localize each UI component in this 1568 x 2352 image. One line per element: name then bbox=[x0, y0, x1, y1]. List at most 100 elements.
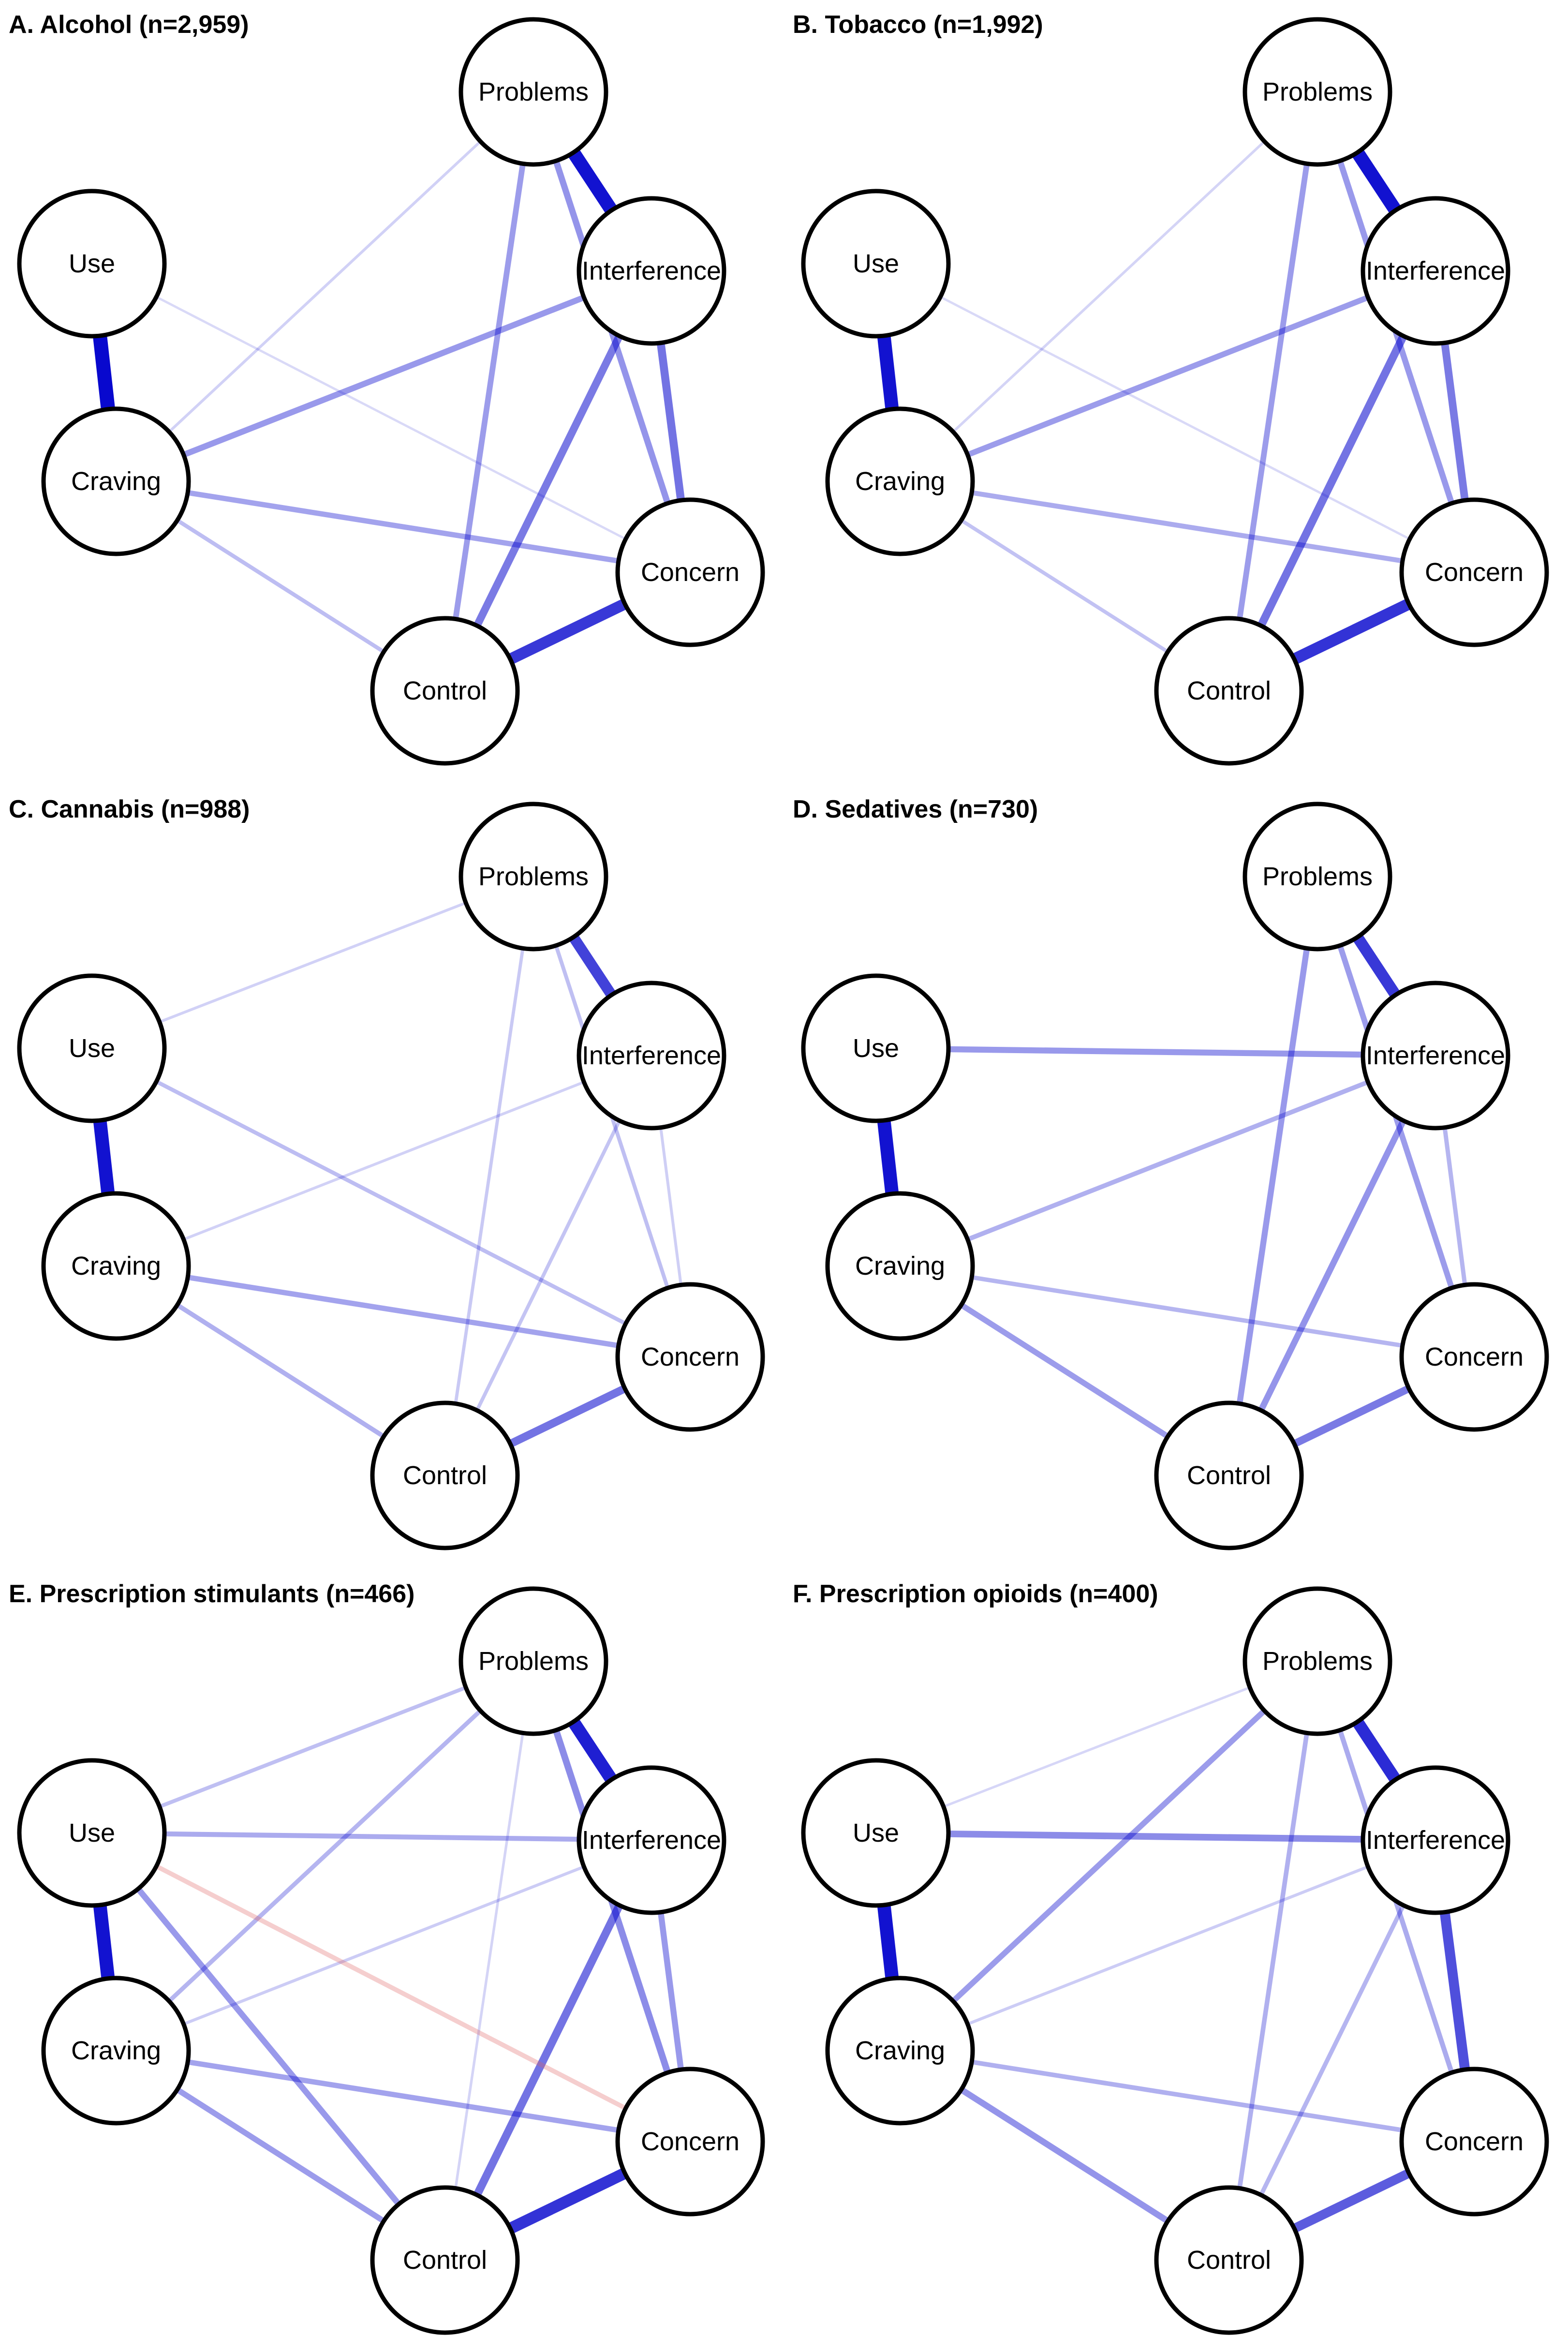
node-label: Concern bbox=[1425, 558, 1524, 587]
node-control: Control bbox=[370, 616, 520, 766]
node-craving: Craving bbox=[825, 1976, 975, 2126]
node-concern: Concern bbox=[615, 497, 765, 647]
node-circle bbox=[1361, 1765, 1510, 1915]
node-circle bbox=[615, 1282, 765, 1432]
edge-craving-interference bbox=[115, 1839, 652, 2052]
edge-use-interference bbox=[91, 1830, 652, 1843]
edge-use-interference bbox=[875, 1830, 1436, 1844]
node-label: Craving bbox=[855, 467, 945, 496]
node-use: Use bbox=[17, 973, 167, 1123]
node-circle bbox=[577, 981, 726, 1131]
edge-problems-control bbox=[1226, 91, 1320, 691]
node-circle bbox=[1361, 196, 1510, 346]
node-concern: Concern bbox=[615, 2067, 765, 2217]
node-label: Problems bbox=[1262, 77, 1373, 106]
edge-problems-control bbox=[443, 876, 535, 1476]
edge-interference-control bbox=[1227, 1839, 1438, 2261]
node-label: Control bbox=[1187, 676, 1271, 705]
panel-c-title: C. Cannabis (n=988) bbox=[9, 795, 250, 823]
node-label: Craving bbox=[855, 2036, 945, 2065]
node-circle bbox=[825, 1191, 975, 1341]
edge-craving-concern bbox=[900, 478, 1475, 575]
node-circle bbox=[825, 406, 975, 556]
node-label: Problems bbox=[478, 77, 589, 106]
node-concern: Concern bbox=[1399, 2067, 1549, 2217]
edge-use-concern bbox=[90, 1831, 692, 2144]
node-control: Control bbox=[370, 2185, 520, 2335]
edge-use-problems bbox=[91, 875, 534, 1050]
node-circle bbox=[1243, 802, 1392, 952]
node-circle bbox=[41, 406, 191, 556]
node-label: Concern bbox=[641, 1342, 740, 1371]
edge-interference-control bbox=[443, 1055, 653, 1476]
edge-problems-control bbox=[1226, 876, 1321, 1476]
node-interference: Interference bbox=[1361, 196, 1510, 346]
node-circle bbox=[577, 196, 726, 346]
node-craving: Craving bbox=[41, 406, 191, 556]
edge-craving-concern bbox=[116, 2048, 691, 2144]
edge-craving-problems bbox=[898, 1659, 1320, 2053]
node-label: Craving bbox=[71, 467, 161, 496]
node-circle bbox=[1361, 981, 1510, 1131]
node-interference: Interference bbox=[577, 1765, 726, 1915]
node-circle bbox=[17, 1758, 167, 1908]
node-label: Use bbox=[853, 249, 899, 278]
edge-craving-concern bbox=[116, 478, 691, 575]
node-circle bbox=[17, 189, 167, 339]
node-craving: Craving bbox=[825, 1191, 975, 1341]
node-label: Problems bbox=[1262, 1647, 1373, 1676]
node-label: Control bbox=[1187, 1461, 1271, 1490]
node-craving: Craving bbox=[41, 1191, 191, 1341]
node-concern: Concern bbox=[1399, 497, 1549, 647]
edge-craving-problems bbox=[114, 1659, 535, 2053]
node-circle bbox=[1399, 2067, 1549, 2217]
edge-craving-concern bbox=[900, 1264, 1475, 1359]
edge-interference-control bbox=[1226, 1054, 1438, 1477]
node-circle bbox=[370, 1400, 520, 1550]
node-label: Use bbox=[69, 1034, 115, 1063]
node-circle bbox=[801, 189, 951, 339]
node-circle bbox=[370, 616, 520, 766]
node-label: Craving bbox=[71, 1251, 161, 1280]
node-use: Use bbox=[801, 189, 951, 339]
node-circle bbox=[825, 1976, 975, 2126]
panel-e-title: E. Prescription stimulants (n=466) bbox=[9, 1580, 414, 1608]
node-circle bbox=[459, 1586, 608, 1736]
node-circle bbox=[615, 2067, 765, 2217]
node-circle bbox=[459, 17, 608, 167]
node-label: Concern bbox=[1425, 2127, 1524, 2156]
node-problems: Problems bbox=[1243, 1586, 1392, 1736]
node-problems: Problems bbox=[459, 1586, 608, 1736]
node-interference: Interference bbox=[577, 981, 726, 1131]
edge-use-problems bbox=[91, 1659, 534, 1835]
node-label: Interference bbox=[1366, 1826, 1505, 1855]
panel-a-title: A. Alcohol (n=2,959) bbox=[9, 11, 249, 39]
edge-craving-concern bbox=[900, 2048, 1475, 2144]
edge-interference-control bbox=[1225, 269, 1439, 693]
node-control: Control bbox=[370, 1400, 520, 1550]
node-circle bbox=[17, 973, 167, 1123]
node-label: Concern bbox=[641, 558, 740, 587]
node-problems: Problems bbox=[459, 17, 608, 167]
node-circle bbox=[577, 1765, 726, 1915]
panel-d-title: D. Sedatives (n=730) bbox=[793, 795, 1038, 823]
node-use: Use bbox=[801, 973, 951, 1123]
node-label: Control bbox=[403, 1461, 487, 1490]
node-control: Control bbox=[1154, 2185, 1304, 2335]
panel-f: F. Prescription opioids (n=400) Problems… bbox=[793, 1580, 1549, 2335]
node-label: Craving bbox=[855, 1251, 945, 1280]
node-circle bbox=[370, 2185, 520, 2335]
edge-use-concern bbox=[91, 1046, 691, 1359]
node-label: Control bbox=[1187, 2246, 1271, 2275]
edge-craving-interference bbox=[899, 268, 1437, 484]
edge-use-control bbox=[89, 1831, 447, 2262]
node-concern: Concern bbox=[615, 1282, 765, 1432]
node-label: Concern bbox=[641, 2127, 740, 2156]
edge-craving-problems bbox=[899, 91, 1318, 482]
